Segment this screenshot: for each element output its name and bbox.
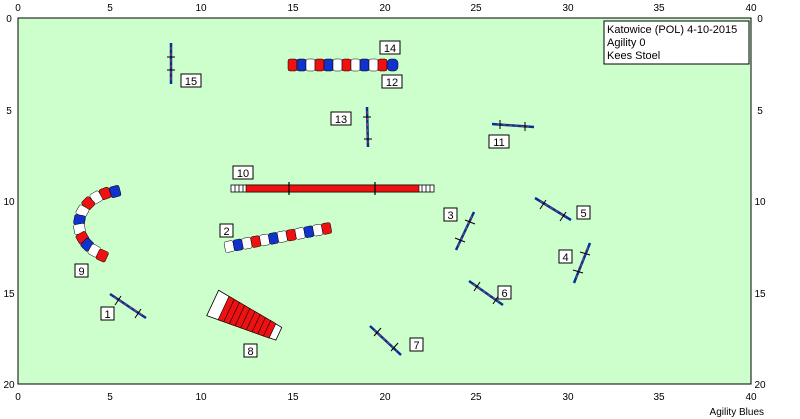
label-11-text: 11: [493, 137, 504, 149]
x-tick: 20: [379, 392, 391, 403]
label-12: 12: [381, 74, 403, 89]
info-box: Katowice (POL) 4-10-2015 Agility 0 Kees …: [603, 20, 750, 65]
label-14: 14: [379, 40, 401, 55]
label-5: 5: [576, 205, 591, 220]
info-judge: Kees Stoel: [607, 50, 660, 62]
label-2-text: 2: [223, 226, 229, 238]
label-8: 8: [243, 343, 258, 358]
label-13: 13: [330, 111, 352, 126]
axis-top: 0 5 10 15 20 25 30 35 40: [15, 3, 757, 14]
obstacle-7-jump: [369, 325, 402, 356]
axis-right: 0 5 10 15 20: [754, 14, 766, 391]
x-tick: 30: [562, 392, 574, 403]
label-11: 11: [488, 134, 510, 149]
x-tick: 10: [195, 392, 207, 403]
label-10-text: 10: [237, 168, 249, 180]
y-tick: 20: [754, 380, 766, 391]
x-tick: 0: [15, 392, 21, 403]
number-labels: 1 2 3 4 5 6 7 8: [74, 40, 591, 358]
label-1-text: 1: [104, 309, 110, 321]
x-tick: 35: [653, 3, 665, 14]
obstacle-4-jump: [572, 242, 592, 284]
label-14-text: 14: [384, 43, 396, 55]
y-tick: 5: [757, 106, 763, 117]
y-tick: 5: [6, 106, 12, 117]
info-event: Katowice (POL) 4-10-2015: [607, 24, 737, 36]
label-15: 15: [180, 73, 202, 88]
obstacle-13-jump: [363, 106, 372, 148]
info-class: Agility 0: [607, 37, 646, 49]
credit: Agility Blues: [710, 407, 764, 418]
obstacle-9-curved-tunnel: [73, 185, 122, 263]
label-2: 2: [219, 223, 234, 238]
obstacle-5-jump: [534, 196, 572, 222]
x-tick: 15: [287, 392, 299, 403]
label-3: 3: [443, 207, 458, 222]
x-tick: 30: [562, 3, 574, 14]
obstacle-2-weave: [223, 222, 332, 253]
obstacle-8-chute: [206, 289, 283, 341]
y-tick: 20: [3, 380, 15, 391]
x-tick: 0: [15, 3, 21, 14]
axis-left: 0 5 10 15 20: [3, 14, 15, 391]
y-tick: 15: [754, 289, 766, 300]
label-3-text: 3: [447, 210, 453, 222]
x-tick: 40: [745, 3, 757, 14]
obstacle-1-jump: [109, 292, 147, 320]
label-12-text: 12: [386, 77, 398, 89]
label-4: 4: [558, 249, 573, 264]
obstacle-11-jump: [491, 120, 535, 131]
label-4-text: 4: [562, 252, 568, 264]
obstacle-14-12-tunnel: [287, 58, 399, 72]
obstacle-15-jump: [167, 43, 175, 84]
x-tick: 20: [379, 3, 391, 14]
x-tick: 40: [745, 392, 757, 403]
obstacle-10-dogwalk: [230, 182, 435, 195]
label-7: 7: [409, 337, 424, 352]
x-tick: 25: [470, 3, 482, 14]
label-6-text: 6: [501, 288, 507, 300]
x-tick: 5: [107, 392, 113, 403]
x-tick: 10: [195, 3, 207, 14]
x-tick: 15: [287, 3, 299, 14]
x-tick: 25: [470, 392, 482, 403]
label-6: 6: [497, 285, 512, 300]
label-5-text: 5: [580, 208, 586, 220]
label-9: 9: [74, 263, 89, 278]
y-tick: 15: [3, 289, 15, 300]
label-13-text: 13: [335, 114, 347, 126]
label-7-text: 7: [413, 340, 419, 352]
y-tick: 0: [757, 14, 763, 25]
y-tick: 0: [6, 14, 12, 25]
label-9-text: 9: [78, 266, 84, 278]
label-1: 1: [100, 306, 115, 321]
axis-bottom: 0 5 10 15 20 25 30 35 40: [15, 392, 757, 403]
y-tick: 10: [3, 197, 15, 208]
x-tick: 5: [107, 3, 113, 14]
obstacle-3-jump: [454, 211, 476, 251]
label-10: 10: [232, 165, 254, 180]
y-tick: 10: [754, 197, 766, 208]
field: [17, 17, 752, 385]
label-15-text: 15: [185, 76, 197, 88]
x-tick: 35: [653, 392, 665, 403]
label-8-text: 8: [247, 346, 253, 358]
